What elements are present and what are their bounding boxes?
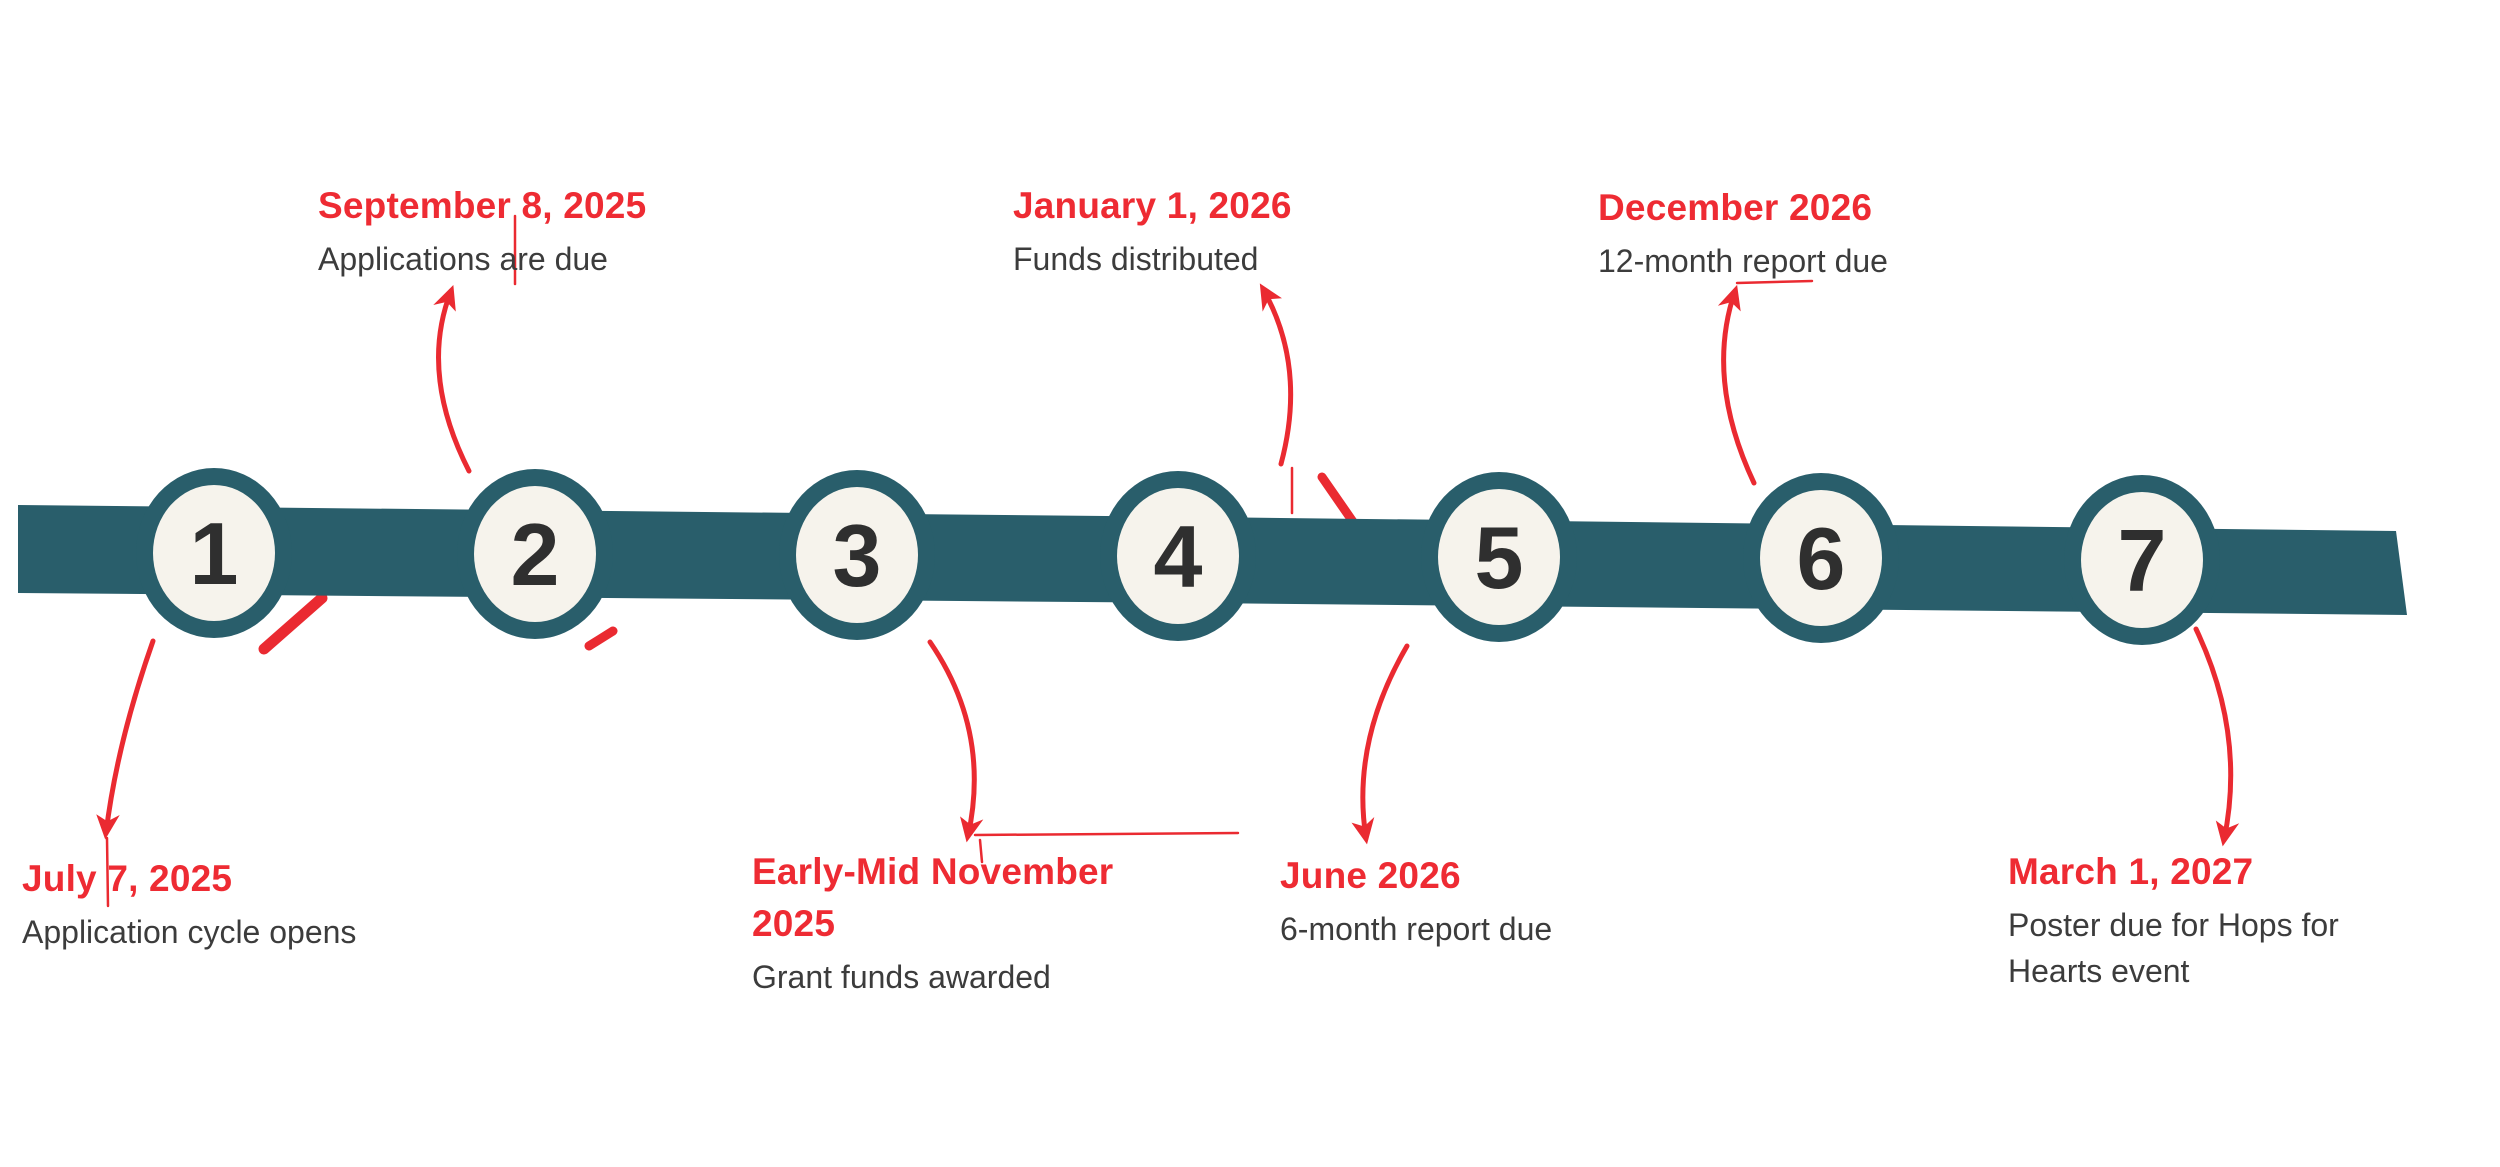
arrow-to-july-label xyxy=(96,638,156,840)
event-desc: Application cycle opens xyxy=(22,914,357,950)
step-face xyxy=(1760,490,1882,626)
event-label-december: December 2026 12-month report due xyxy=(1598,182,2098,284)
step-number: 5 xyxy=(1475,508,1524,607)
connector-arrows xyxy=(96,283,2240,847)
step-circle-5: 5 xyxy=(1421,472,1577,642)
step-number: 2 xyxy=(511,505,560,604)
event-desc: Grant funds awarded xyxy=(752,959,1051,995)
event-label-march: March 1, 2027 Poster due for Hops for He… xyxy=(2008,846,2428,994)
step-number: 4 xyxy=(1154,507,1203,606)
event-label-september: September 8, 2025 Applications are due xyxy=(318,180,798,282)
arrow-pen-strokes xyxy=(105,214,1814,908)
step-number: 1 xyxy=(190,504,239,603)
step-face xyxy=(153,485,275,621)
event-desc: 12-month report due xyxy=(1598,243,1888,279)
step-face xyxy=(1117,488,1239,624)
step-circle-4: 4 xyxy=(1100,471,1256,641)
event-date: September 8, 2025 xyxy=(318,185,647,226)
pen-stroke-nov2 xyxy=(978,838,984,864)
event-desc: Funds distributed xyxy=(1013,241,1259,277)
event-desc: Applications are due xyxy=(318,241,608,277)
step-circle-7: 7 xyxy=(2064,475,2220,645)
step-circle-1: 1 xyxy=(136,468,292,638)
event-date: June 2026 xyxy=(1280,855,1461,896)
arrow-sliver-step2 xyxy=(584,626,618,651)
step-face xyxy=(1438,489,1560,625)
pen-stroke-nov xyxy=(973,831,1240,837)
event-date: March 1, 2027 xyxy=(2008,851,2254,892)
pen-stroke-july xyxy=(105,836,110,908)
event-label-november: Early-Mid November 2025 Grant funds awar… xyxy=(752,846,1192,1000)
arrow-to-jan-label xyxy=(1259,283,1294,467)
event-desc: Poster due for Hops for Hearts event xyxy=(2008,907,2339,989)
event-date: January 1, 2026 xyxy=(1013,185,1292,226)
event-label-july: July 7, 2025 Application cycle opens xyxy=(22,853,452,955)
step-face xyxy=(2081,492,2203,628)
pen-stroke-dec xyxy=(1735,279,1814,285)
step-number: 3 xyxy=(833,506,882,605)
event-label-january: January 1, 2026 Funds distributed xyxy=(1013,180,1493,282)
event-desc: 6-month report due xyxy=(1280,911,1553,947)
arrow-to-march-label xyxy=(2193,626,2240,847)
event-date: December 2026 xyxy=(1598,187,1873,228)
step-circle-3: 3 xyxy=(779,470,935,640)
arrow-to-sept-label xyxy=(433,284,472,474)
event-date: July 7, 2025 xyxy=(22,858,233,899)
arrow-to-june-label xyxy=(1351,643,1410,845)
arrow-to-dec-label xyxy=(1717,284,1757,486)
step-face xyxy=(474,486,596,622)
arrow-to-nov-label xyxy=(927,639,984,843)
event-date: Early-Mid November 2025 xyxy=(752,851,1114,944)
event-label-june: June 2026 6-month report due xyxy=(1280,850,1700,952)
step-number: 6 xyxy=(1797,509,1846,608)
step-face xyxy=(796,487,918,623)
step-circle-6: 6 xyxy=(1743,473,1899,643)
step-number: 7 xyxy=(2118,511,2167,610)
step-circle-2: 2 xyxy=(457,469,613,639)
arrow-sliver-step1 xyxy=(258,592,328,655)
